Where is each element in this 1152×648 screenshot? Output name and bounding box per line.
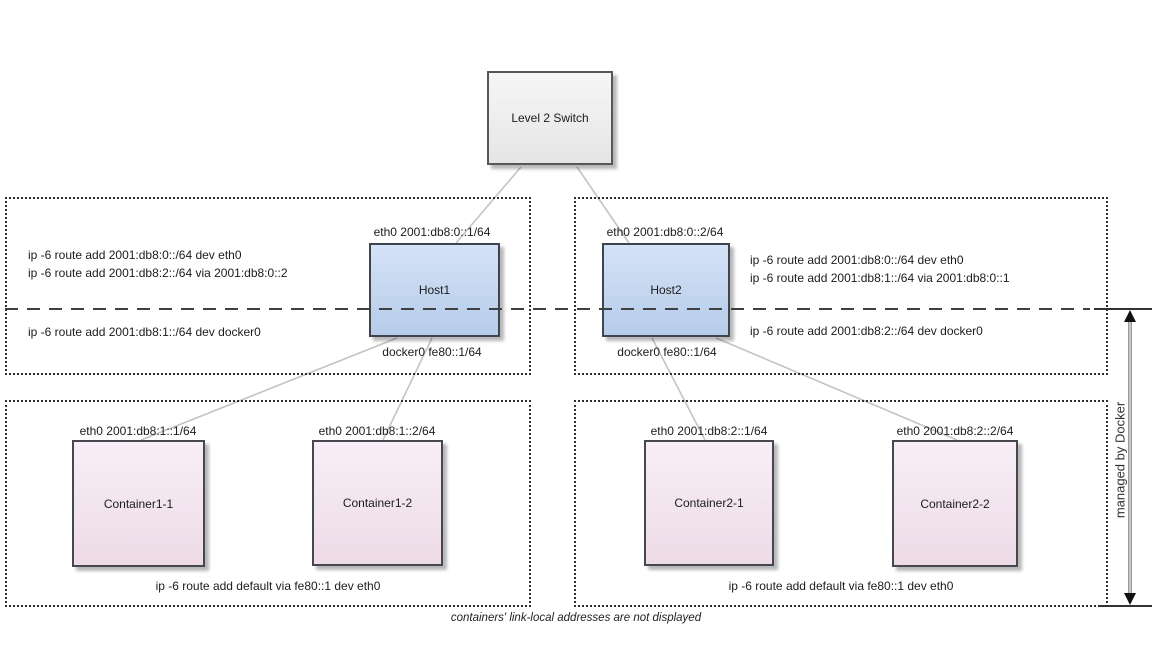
host2-docker0-label: docker0 fe80::1/64 <box>617 345 717 359</box>
host2-route-eth0: ip -6 route add 2001:db8:0::/64 dev eth0 <box>750 253 964 267</box>
host1-zone <box>5 197 531 375</box>
container2-2-eth0-label: eth0 2001:db8:2::2/64 <box>896 424 1014 438</box>
level2-switch-label: Level 2 Switch <box>511 111 589 125</box>
container2-1-eth0-label: eth0 2001:db8:2::1/64 <box>650 424 768 438</box>
host1-routes-above: ip -6 route add 2001:db8:0::/64 dev eth0… <box>28 246 288 282</box>
container2-1-label: Container2-1 <box>674 496 744 510</box>
host2-route-docker0: ip -6 route add 2001:db8:2::/64 dev dock… <box>750 324 983 338</box>
arrow-up-head-icon <box>1124 310 1136 322</box>
host2-node: Host2 <box>602 243 730 337</box>
container1-1-node: Container1-1 <box>72 440 205 567</box>
zone2-default-route-caption: ip -6 route add default via fe80::1 dev … <box>728 579 954 593</box>
host1-eth0-label: eth0 2001:db8:0::1/64 <box>373 225 491 239</box>
host1-route-eth0: ip -6 route add 2001:db8:0::/64 dev eth0 <box>28 248 242 262</box>
host2-label: Host2 <box>650 283 682 297</box>
host1-route-docker0: ip -6 route add 2001:db8:1::/64 dev dock… <box>28 325 261 339</box>
host2-routes-above: ip -6 route add 2001:db8:0::/64 dev eth0… <box>750 251 1010 287</box>
zone1-default-route-caption: ip -6 route add default via fe80::1 dev … <box>155 579 381 593</box>
footnote: containers' link-local addresses are not… <box>450 612 702 624</box>
container1-2-eth0-label: eth0 2001:db8:1::2/64 <box>318 424 436 438</box>
host1-node: Host1 <box>369 243 500 337</box>
host1-containers-zone <box>5 400 531 607</box>
container1-2-label: Container1-2 <box>342 496 413 510</box>
host1-label: Host1 <box>418 283 451 297</box>
host2-route-via: ip -6 route add 2001:db8:1::/64 via 2001… <box>750 271 1010 285</box>
host2-containers-zone <box>574 400 1108 607</box>
host2-eth0-label: eth0 2001:db8:0::2/64 <box>606 225 724 239</box>
container1-1-label: Container1-1 <box>103 496 174 511</box>
container2-2-node: Container2-2 <box>892 440 1018 567</box>
managed-by-docker-label: managed by Docker <box>1112 401 1128 519</box>
container1-1-eth0-label: eth0 2001:db8:1::1/64 <box>79 424 197 438</box>
host2-zone <box>574 197 1108 375</box>
arrow-down-head-icon <box>1124 593 1136 605</box>
host1-route-via: ip -6 route add 2001:db8:2::/64 via 2001… <box>28 266 288 280</box>
container2-1-node: Container2-1 <box>644 440 774 566</box>
container2-2-label: Container2-2 <box>920 496 990 511</box>
level2-switch-node: Level 2 Switch <box>487 71 613 165</box>
host1-docker0-label: docker0 fe80::1/64 <box>382 345 482 359</box>
container1-2-node: Container1-2 <box>312 440 443 566</box>
